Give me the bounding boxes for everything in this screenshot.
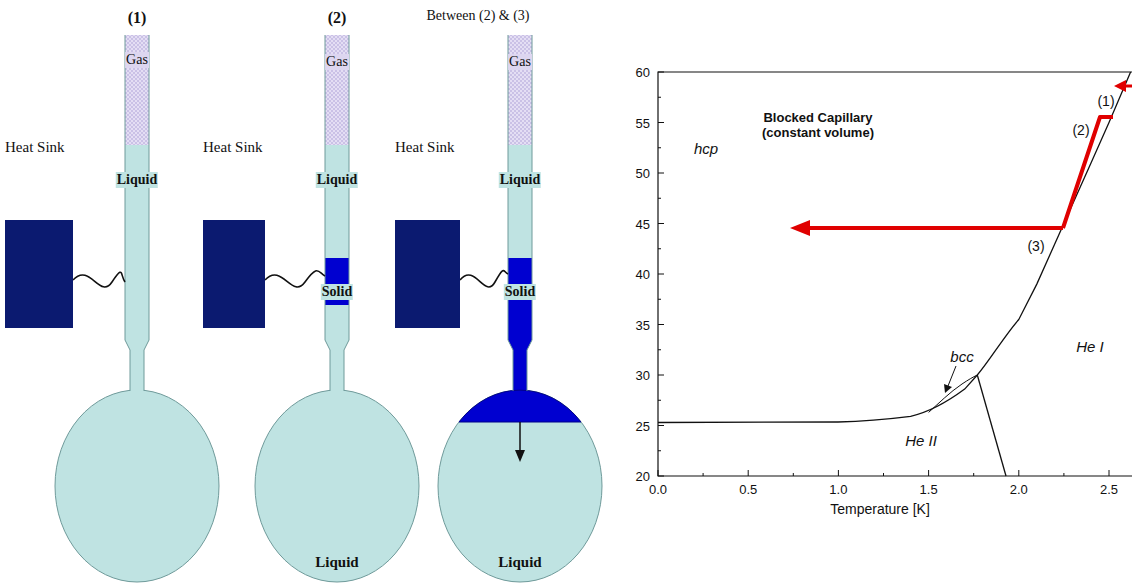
phase-label: Liquid: [498, 554, 541, 571]
callout-number: (2): [1072, 122, 1089, 138]
tick-label: 1.0: [829, 482, 847, 497]
tick-label: 1.5: [920, 482, 938, 497]
melting-curve: [658, 72, 1131, 423]
tick-label: 2.0: [1010, 482, 1028, 497]
phase-label: Liquid: [499, 172, 541, 188]
tick-mark: [838, 470, 839, 476]
stage-number: (1): [128, 9, 147, 27]
tick-mark: [658, 72, 664, 73]
phase-diagram: [658, 72, 1132, 476]
tick-mark: [658, 450, 661, 451]
tick-mark: [748, 470, 749, 476]
bcc-boundary: [929, 375, 978, 412]
tick-mark: [703, 473, 704, 476]
tick-label: 50: [636, 166, 650, 181]
tick-mark: [658, 324, 664, 325]
tick-mark: [793, 473, 794, 476]
tick-mark: [658, 223, 664, 224]
tick-label: 35: [636, 317, 650, 332]
tick-mark: [928, 470, 929, 476]
tick-mark: [1109, 470, 1110, 476]
tick-mark: [1063, 473, 1064, 476]
tick-label: 0.5: [739, 482, 757, 497]
heat-sink-label: Heat Sink: [5, 138, 65, 156]
process-path: [790, 80, 1132, 236]
arrow-head: [944, 384, 952, 393]
phase-label: Gas: [508, 54, 532, 70]
arrow-head: [515, 450, 525, 462]
heat-sink-label: Heat Sink: [203, 138, 263, 156]
tick-mark: [658, 400, 661, 401]
leader-line: [948, 366, 956, 386]
tick-mark: [658, 470, 659, 476]
phase-region: He II: [905, 432, 937, 449]
path-note: Blocked Capillary (constant volume): [757, 110, 879, 140]
heat-sink: Heat Sink: [395, 220, 460, 328]
tick-mark: [883, 473, 884, 476]
phase-label: Gas: [325, 54, 349, 70]
callout-number: (1): [1097, 93, 1114, 109]
tick-label: 30: [636, 368, 650, 383]
tick-label: 60: [636, 65, 650, 80]
tick-mark: [658, 299, 661, 300]
tick-mark: [658, 147, 661, 148]
tick-mark: [658, 198, 661, 199]
axis-title: Temperature [K]: [830, 501, 930, 517]
phase-region: bcc: [950, 348, 973, 365]
plot-frame: [658, 72, 1132, 476]
tick-mark: [1018, 470, 1019, 476]
tick-mark: [658, 476, 664, 477]
phase-label: Solid: [504, 284, 536, 300]
heat-sink-label: Heat Sink: [395, 138, 455, 156]
tick-mark: [658, 349, 661, 350]
tick-label: 45: [636, 216, 650, 231]
phase-label: Solid: [321, 284, 353, 300]
tick-label: 55: [636, 115, 650, 130]
tick-label: 2.5: [1100, 482, 1118, 497]
heat-sink: Heat Sink: [5, 220, 73, 328]
phase-label: Liquid: [316, 172, 358, 188]
tick-mark: [658, 425, 664, 426]
heat-sink: Heat Sink: [203, 220, 265, 328]
phase-label: Liquid: [315, 554, 358, 571]
tick-mark: [658, 173, 664, 174]
tick-mark: [973, 473, 974, 476]
capillary-cell: [438, 35, 602, 582]
lambda-line: [977, 375, 1006, 476]
tick-mark: [658, 97, 661, 98]
tick-mark: [658, 248, 661, 249]
tick-mark: [658, 122, 664, 123]
stage-number: (2): [328, 9, 347, 27]
tick-mark: [658, 274, 664, 275]
tick-mark: [658, 375, 664, 376]
stage-title: Between (2) & (3): [426, 8, 529, 24]
callout-number: (3): [1027, 238, 1044, 254]
solid-plug: [459, 258, 581, 422]
tick-label: 40: [636, 267, 650, 282]
phase-region: hcp: [694, 140, 718, 157]
phase-label: Gas: [125, 52, 149, 68]
tick-label: 0.0: [649, 482, 667, 497]
growth-arrow: [519, 422, 521, 452]
tick-label: 25: [636, 418, 650, 433]
tick-label: 20: [636, 469, 650, 484]
phase-region: He I: [1076, 338, 1104, 355]
phase-label: Liquid: [116, 172, 158, 188]
capillary-cell: [55, 35, 219, 582]
